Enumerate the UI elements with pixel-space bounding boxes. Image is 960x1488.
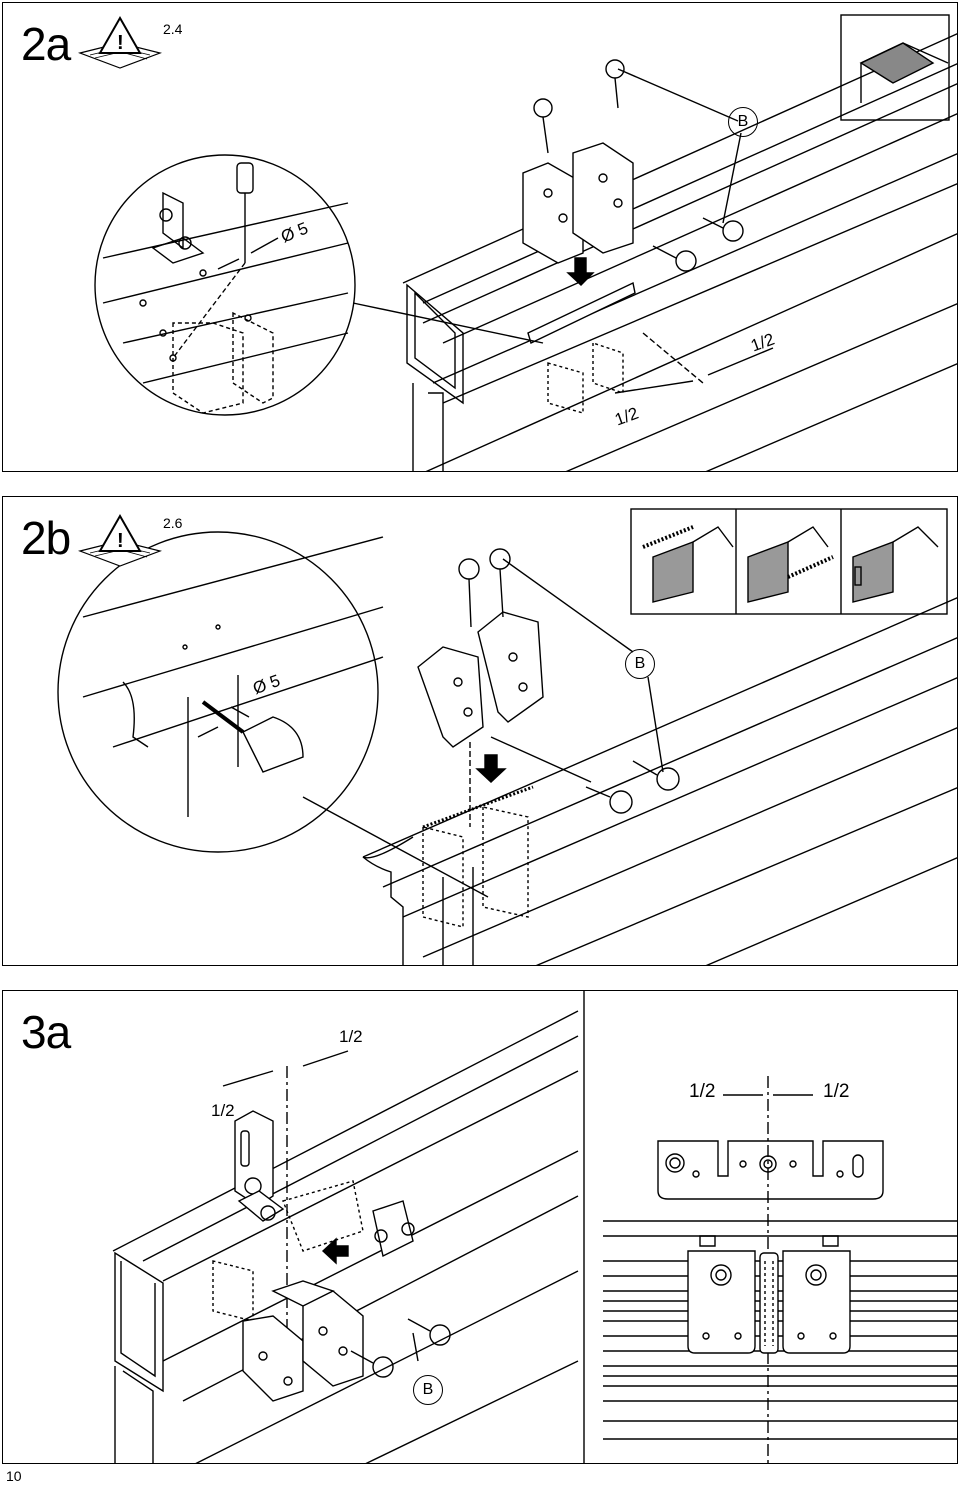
step-label: 3a bbox=[21, 1006, 71, 1058]
warning-manual-icon: ! bbox=[77, 15, 163, 69]
step-3a-illustration bbox=[112, 991, 957, 1463]
step-label: 2a bbox=[21, 18, 71, 70]
manual-ref: 2.6 bbox=[163, 515, 183, 531]
panel-3a: 3a 1/2 1/2 1/2 1/2 B bbox=[2, 990, 958, 1464]
half-detail-left: 1/2 bbox=[689, 1081, 716, 1102]
warning-manual-icon: ! bbox=[77, 513, 163, 567]
panel-2a: 2a ! 2.4 Ø 5 B 1/2 1/2 bbox=[2, 2, 958, 472]
half-dimension-top: 1/2 bbox=[339, 1027, 363, 1046]
step-2b-illustration bbox=[57, 508, 957, 965]
screw-callout-label: B bbox=[634, 655, 646, 672]
half-dimension-left: 1/2 bbox=[211, 1101, 235, 1120]
step-2a-illustration bbox=[94, 14, 957, 471]
screw-callout-label: B bbox=[422, 1381, 434, 1398]
screw-callout-b: B bbox=[413, 1375, 443, 1405]
panel-2b: 2b ! 2.6 Ø 5 B bbox=[2, 496, 958, 966]
half-detail-right: 1/2 bbox=[823, 1081, 850, 1102]
page-number: 10 bbox=[6, 1468, 22, 1484]
screw-callout-b: B bbox=[625, 649, 655, 679]
screw-callout-label: B bbox=[737, 113, 749, 130]
screw-callout-b: B bbox=[728, 107, 758, 137]
svg-text:!: ! bbox=[117, 530, 124, 552]
svg-text:!: ! bbox=[117, 32, 124, 54]
step-label: 2b bbox=[21, 512, 71, 564]
manual-ref: 2.4 bbox=[163, 21, 183, 37]
